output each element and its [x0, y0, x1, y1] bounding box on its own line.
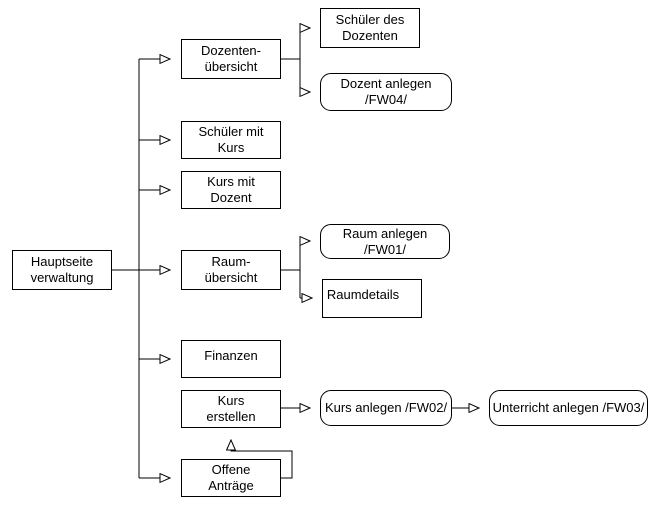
- node-finanzen[interactable]: Finanzen: [181, 340, 281, 378]
- node-raum-anlegen-fw01[interactable]: Raum anlegen /FW01/: [320, 224, 450, 259]
- node-unterricht-anlegen-fw03[interactable]: Unterricht anlegen /FW03/: [489, 390, 648, 426]
- node-kurs-mit-dozent[interactable]: Kurs mit Dozent: [181, 171, 281, 209]
- node-raumdetails[interactable]: Raumdetails: [322, 279, 422, 318]
- node-kurs-anlegen-fw02[interactable]: Kurs anlegen /FW02/: [320, 390, 452, 426]
- node-dozent-anlegen-fw04[interactable]: Dozent anlegen /FW04/: [320, 73, 452, 111]
- node-schueler-mit-kurs[interactable]: Schüler mit Kurs: [181, 121, 281, 159]
- node-raum-uebersicht[interactable]: Raum- übersicht: [181, 250, 281, 290]
- node-offene-antraege[interactable]: Offene Anträge: [181, 459, 281, 497]
- node-schueler-des-dozenten[interactable]: Schüler des Dozenten: [320, 8, 420, 48]
- edge-offeneantraege-kurserstellen: [231, 440, 293, 479]
- node-dozenten-uebersicht[interactable]: Dozenten- übersicht: [181, 39, 281, 79]
- node-hauptseite-verwaltung[interactable]: Hauptseite verwaltung: [12, 250, 112, 290]
- node-kurs-erstellen[interactable]: Kurs erstellen: [181, 390, 281, 428]
